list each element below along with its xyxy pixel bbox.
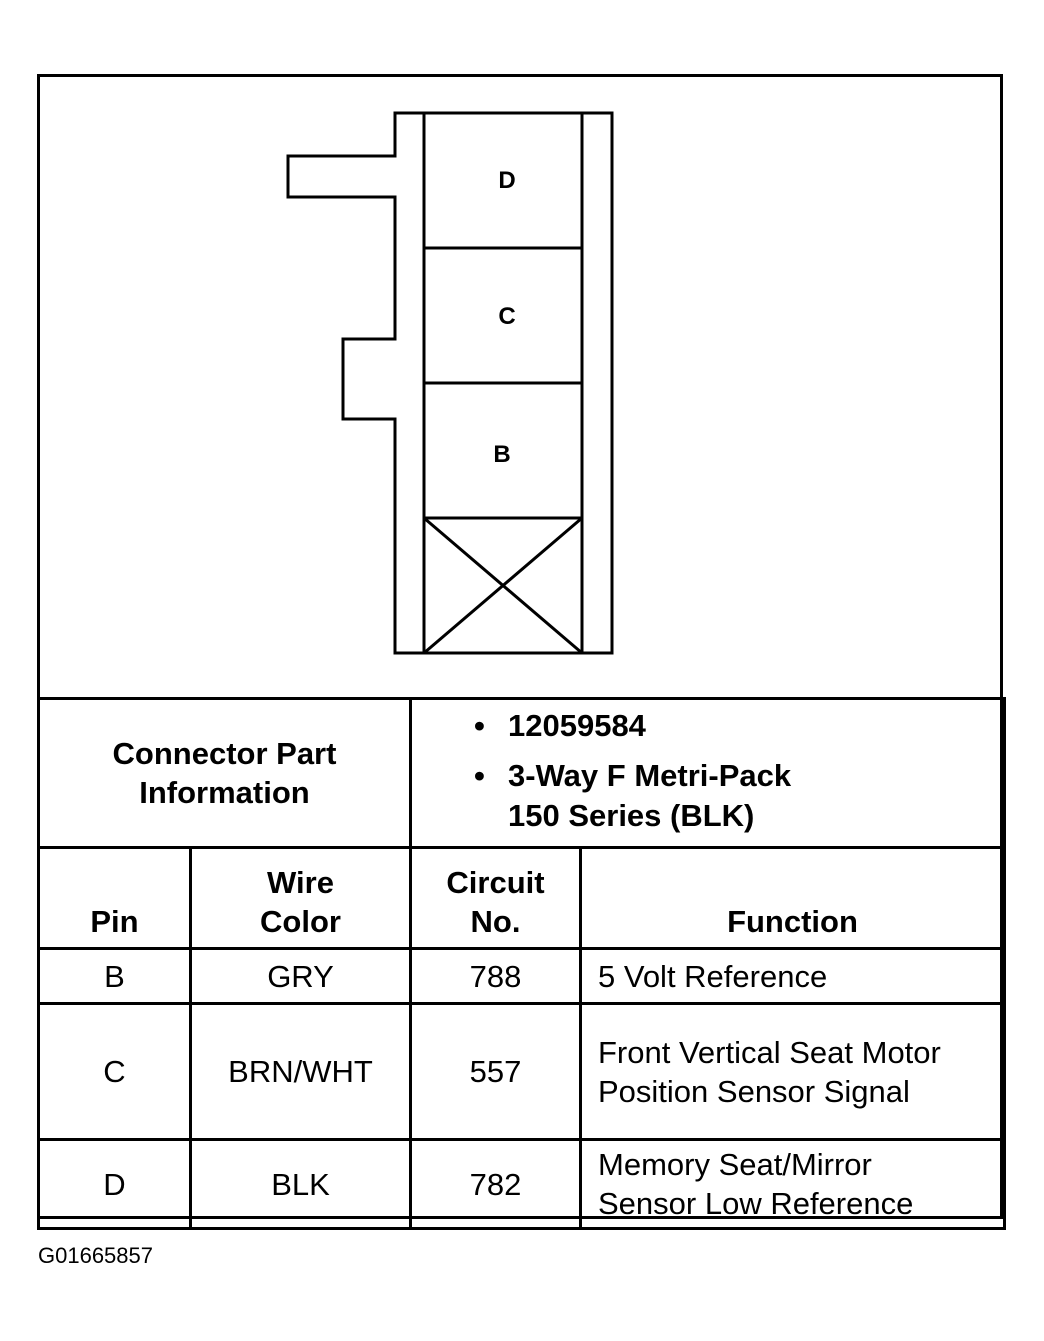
cavity-label-c: C	[498, 303, 515, 330]
empty-cavity-x	[423, 516, 583, 655]
table-header-row: Pin Wire Color Circuit No. Function	[37, 846, 1006, 950]
part-description: 3-Way F Metri-Pack 150 Series (BLK)	[474, 756, 848, 836]
header-circuit-no-text: Circuit No.	[446, 865, 545, 939]
table-row: B GRY 788 5 Volt Reference	[37, 947, 1006, 1005]
table-row: C BRN/WHT 557 Front Vertical Seat Motor …	[37, 1002, 1006, 1141]
wire-color-cell: BRN/WHT	[189, 1002, 412, 1141]
header-pin: Pin	[37, 846, 192, 950]
cavity-label-b: B	[493, 441, 510, 468]
function-cell: Front Vertical Seat Motor Position Senso…	[579, 1002, 1006, 1141]
header-circuit-no: Circuit No.	[409, 846, 582, 950]
connector-pin-table: Connector Part Information 12059584 3-Wa…	[37, 697, 1006, 1230]
header-function: Function	[579, 846, 1006, 950]
connector-diagram: D C B	[40, 77, 1000, 699]
connector-frame: D C B Connector Part Information 1205958…	[37, 74, 1006, 1230]
pin-cell: C	[37, 1002, 192, 1141]
function-cell: Memory Seat/Mirror Sensor Low Reference	[579, 1138, 1006, 1230]
table-row: D BLK 782 Memory Seat/Mirror Sensor Low …	[37, 1138, 1006, 1230]
wire-color-cell: GRY	[189, 947, 412, 1005]
figure-id: G01665857	[38, 1243, 153, 1268]
part-info-details: 12059584 3-Way F Metri-Pack 150 Series (…	[409, 697, 1006, 849]
circuit-no-cell: 557	[409, 1002, 582, 1141]
circuit-no-cell: 782	[409, 1138, 582, 1230]
connector-drawing: D C B	[286, 111, 614, 655]
pin-cell: B	[37, 947, 192, 1005]
part-info-row: Connector Part Information 12059584 3-Wa…	[37, 697, 1006, 849]
header-wire-color: Wire Color	[189, 846, 412, 950]
part-number: 12059584	[474, 706, 1003, 746]
header-wire-color-text: Wire Color	[260, 865, 341, 939]
part-info-label: Connector Part Information	[37, 697, 412, 849]
circuit-no-cell: 788	[409, 947, 582, 1005]
cavity-label-d: D	[498, 167, 515, 194]
wire-color-cell: BLK	[189, 1138, 412, 1230]
pin-cell: D	[37, 1138, 192, 1230]
function-cell: 5 Volt Reference	[579, 947, 1006, 1005]
part-info-label-text: Connector Part Information	[112, 736, 337, 810]
